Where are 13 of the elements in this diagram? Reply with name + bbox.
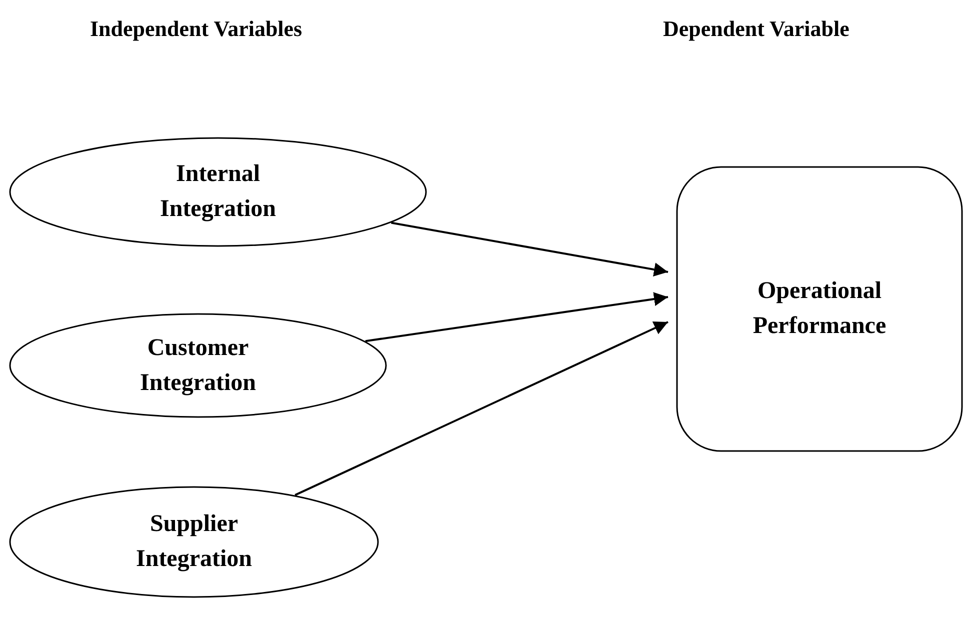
arrow: [391, 222, 668, 276]
node-label: Customer Integration: [139, 334, 257, 398]
arrow: [294, 321, 668, 496]
node-label: Internal Integration: [159, 160, 277, 224]
node-label: Supplier Integration: [135, 510, 253, 574]
node-label: Operational Performance: [752, 277, 888, 341]
variable-ellipse: [9, 486, 379, 598]
variable-ellipse: [9, 313, 387, 418]
column-heading: Independent Variables: [90, 16, 302, 42]
variable-ellipse: [9, 137, 427, 247]
variable-box: [676, 166, 963, 452]
column-heading: Dependent Variable: [663, 16, 850, 42]
arrow: [365, 292, 668, 342]
